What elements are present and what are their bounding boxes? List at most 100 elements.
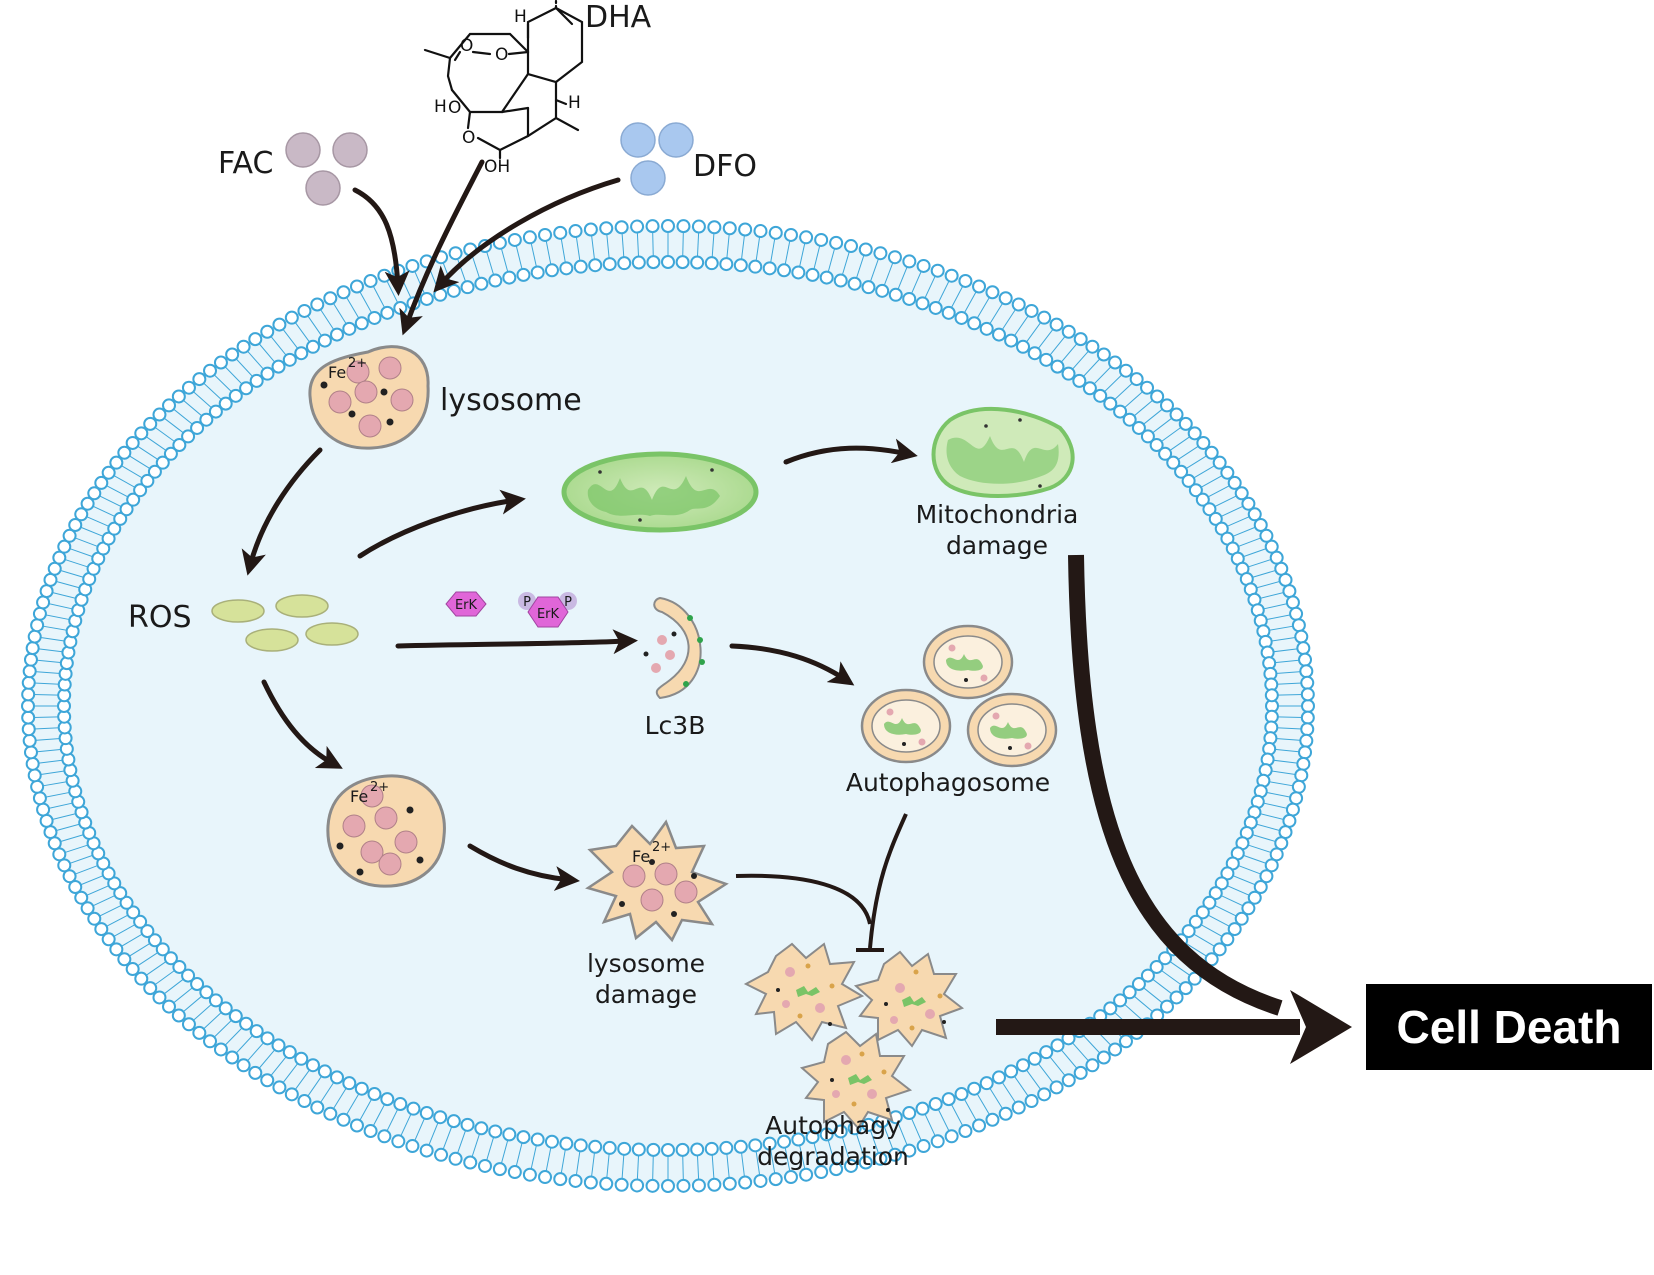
lipid-head-outer [192,1025,207,1040]
lipid-head-inner [704,1141,719,1156]
lipid-head-outer [101,465,116,480]
lipid-head-outer [1282,584,1297,599]
ros-label: ROS [128,600,192,635]
lipid-head-inner [163,446,178,461]
lipid-head-outer [630,1178,645,1193]
lipid-head-inner [675,255,690,270]
lipid-head-outer [284,310,299,325]
lipid-head-inner [380,305,395,320]
lipid-head-inner [367,1087,382,1102]
lipid-head-outer [1096,1050,1111,1065]
lipid-head-inner [588,258,603,273]
lipid-head-outer [829,235,844,250]
lysosome-label: lysosome [440,383,582,418]
lipid-head-inner [367,310,382,325]
lipid-head-inner [354,1081,369,1096]
lipid-head-outer [30,779,45,794]
lipid-head-outer [1253,517,1268,532]
lipid-head-inner [147,464,162,479]
lipid-head-outer [1296,756,1311,771]
lipid-head-inner [530,1132,545,1147]
lipid-head-inner [1149,959,1164,974]
lipid-head-inner [119,502,134,517]
lipid-head-outer [1227,475,1242,490]
lipid-head-inner [1174,464,1189,479]
lipid-head-inner [762,261,777,276]
lipid-head-inner [1072,373,1087,388]
lipid-head-outer [87,911,102,926]
lipid-head-inner [433,287,448,302]
svg-text:OH: OH [484,157,510,177]
lipid-head-inner [107,521,122,536]
lipid-head-inner [239,1016,254,1031]
lipid-head-outer [1300,687,1315,702]
lipid-head-outer [1300,722,1315,737]
lipid-head-inner [777,263,792,278]
lipid-head-inner [488,273,503,288]
lipid-head-inner [228,1009,243,1024]
lipid-head-outer [1108,1042,1123,1057]
lipid-head-inner [847,276,862,291]
lipid-head-inner [928,300,943,315]
lipid-head-outer [1073,332,1088,347]
lipid-head-outer [1178,416,1193,431]
lipid-head-inner [979,321,994,336]
lipid-head-outer [32,606,47,621]
lipid-head-inner [199,412,214,427]
lipid-head-outer [405,258,420,273]
lipid-head-outer [958,273,973,288]
mitochondria-to-damage-arrow [783,438,918,465]
lipid-head-inner [1039,352,1054,367]
lipid-head-outer [1247,890,1262,905]
lipid-head-inner [559,1136,574,1151]
lipid-head-inner [573,1138,588,1153]
lipid-head-outer [32,791,47,806]
lipid-head-outer [87,486,102,501]
lipid-head-outer [972,1118,987,1133]
lipid-head-inner [380,1092,395,1107]
lipid-head-inner [631,255,646,270]
lipid-head-outer [1285,802,1300,817]
lipid-head-inner [602,1140,617,1155]
lipid-head-inner [1131,420,1146,435]
lipid-head-inner [1050,359,1065,374]
lipid-head-outer [522,230,537,245]
lipid-head-outer [1204,445,1219,460]
lipid-head-inner [317,1064,332,1079]
lipid-head-inner [1113,404,1128,419]
lipid-head-outer [645,1178,660,1193]
lipid-head-inner [1122,985,1137,1000]
lipid-head-outer [972,279,987,294]
lipid-head-inner [260,366,275,381]
lipid-head-inner [646,1142,661,1157]
lipid-head-inner [941,1092,956,1107]
lipid-head-outer [930,263,945,278]
lipid-head-outer [599,221,614,236]
lipid-head-inner [1016,339,1031,354]
fac-label: FAC [218,146,273,181]
lipid-head-outer [349,279,364,294]
lipid-head-inner [1181,924,1196,939]
lipid-head-outer [738,222,753,237]
lipid-head-outer [1118,1034,1133,1049]
lipid-head-inner [502,270,517,285]
lipid-head-outer [1234,486,1249,501]
fac-particles: FAC [218,132,368,206]
lipid-head-inner [446,1114,461,1129]
lipid-head-outer [1227,922,1242,937]
lipid-head-outer [1300,675,1315,690]
svg-text:2+: 2+ [652,840,671,855]
lipid-head-inner [661,255,675,269]
lipid-head-inner [915,296,930,311]
lipid-head-outer [538,227,553,242]
lipid-head-outer [152,990,167,1005]
lipid-head-inner [330,327,345,342]
lipid-head-inner [228,388,243,403]
lipid-head-outer [181,380,196,395]
lipid-head-inner [460,280,475,295]
dha-structure: O O H O O H H OH DHA [423,0,652,177]
lipid-head-inner [163,951,178,966]
lipid-head-outer [1061,324,1076,339]
lipid-head-inner [991,327,1006,342]
lipid-head-inner [1131,977,1146,992]
